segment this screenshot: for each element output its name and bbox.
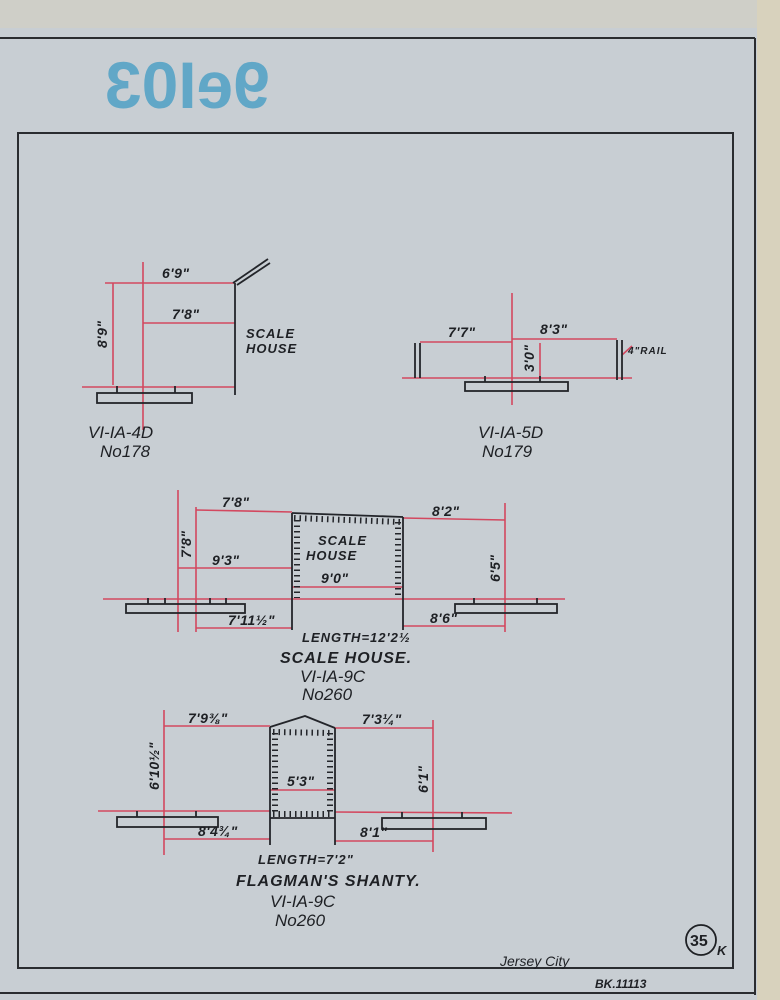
dim-right-height: 6'5"	[487, 554, 503, 582]
scan-right-edge	[757, 0, 780, 1000]
dim-height: 3'0"	[521, 344, 537, 372]
dim-top-left: 7'9⅜"	[188, 710, 228, 726]
dim-top-right: 7'3¼"	[362, 711, 402, 727]
drawing-number: No179	[482, 442, 533, 461]
dim-mid: 7'8"	[172, 306, 200, 322]
dim-height: 8'9"	[94, 320, 110, 348]
dim-bottom-right: 8'6"	[430, 610, 458, 626]
note-line1: SCALE	[246, 326, 295, 341]
sheet-number-circle	[685, 924, 717, 956]
drawing-code: VI-IA-9C	[300, 667, 366, 686]
dim-top: 6'9"	[162, 265, 190, 281]
drawing-2: 7'7" 8'3" 3'0" 4"RAIL VI-IA-5D No179	[402, 293, 668, 461]
book-number: BK.11113	[595, 977, 647, 991]
note-line2: HOUSE	[246, 341, 297, 356]
drawing-title: SCALE HOUSE.	[280, 650, 412, 667]
length-label: LENGTH=7'2"	[258, 852, 354, 867]
drawing-1: 6'9" 7'8" 8'9" SCALE HOUSE VI-IA-4D No17…	[82, 258, 297, 461]
drawing-code: VI-IA-5D	[478, 423, 543, 442]
dim-top-left: 7'8"	[222, 494, 250, 510]
drawing-3: 7'8" 7'8" 9'3" 9'0" 8'2" 6'5" 7'11½" 8'6…	[103, 490, 565, 704]
dim-left-height: 7'8"	[178, 530, 194, 558]
dim-inside: 5'3"	[287, 773, 315, 789]
scan-top-edge	[0, 0, 780, 28]
sheet-suffix: K	[717, 943, 728, 958]
drawing-code: VI-IA-4D	[88, 423, 153, 442]
footer: Jersey City BK.11113 35 K	[499, 924, 728, 991]
drawing-number: No260	[275, 911, 326, 930]
dim-right-height: 6'1"	[415, 765, 431, 793]
dim-left: 7'7"	[448, 324, 476, 340]
drawing-4: 7'9⅜" 7'3¼" 6'10½" 6'1" 5'3" 8'4¾" 8'1" …	[98, 710, 513, 930]
dim-mid-left: 9'3"	[212, 552, 240, 568]
building-label-2: HOUSE	[306, 548, 357, 563]
dim-bottom-left: 7'11½"	[228, 612, 275, 628]
drawing-number: No260	[302, 685, 353, 704]
length-label: LENGTH=12'2½	[302, 630, 411, 645]
dim-left-height: 6'10½"	[146, 742, 162, 790]
sheet-number: 35	[690, 933, 708, 950]
inner-border	[17, 132, 734, 969]
dim-inside: 9'0"	[321, 570, 349, 586]
drawing-number: No178	[100, 442, 151, 461]
location-label: Jersey City	[499, 953, 570, 969]
dim-top-right: 8'2"	[432, 503, 460, 519]
rail-note: 4"RAIL	[627, 346, 668, 357]
dim-right: 8'3"	[540, 321, 568, 337]
stamp: 9eI03	[105, 48, 270, 122]
drawing-code: VI-IA-9C	[270, 892, 336, 911]
dim-bottom-left: 8'4¾"	[198, 823, 238, 839]
dim-bottom-right: 8'1"	[360, 824, 388, 840]
drawing-title: FLAGMAN'S SHANTY.	[236, 873, 421, 890]
building-label-1: SCALE	[318, 533, 367, 548]
